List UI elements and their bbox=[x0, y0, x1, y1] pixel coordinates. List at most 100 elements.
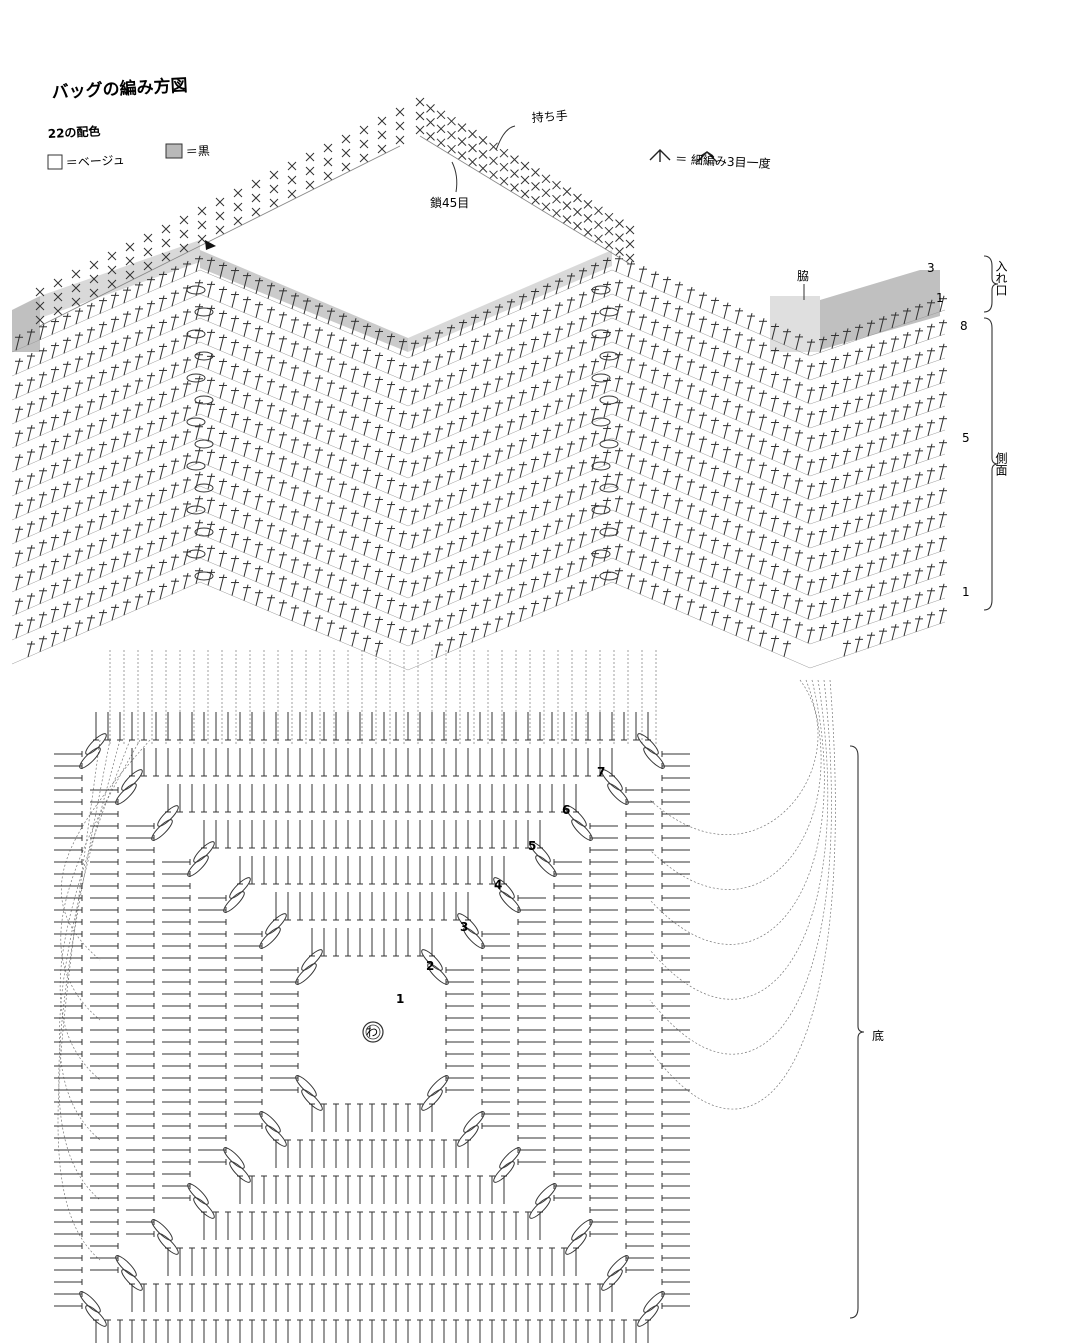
stitch-mark bbox=[243, 344, 249, 361]
stitch-mark bbox=[747, 528, 753, 546]
handle-left-cross bbox=[287, 189, 297, 199]
stitch-mark bbox=[675, 281, 681, 298]
stitch-mark bbox=[795, 501, 801, 519]
corner-chain bbox=[571, 1219, 593, 1241]
stitch-mark bbox=[651, 367, 657, 384]
handle-left-cross bbox=[161, 238, 171, 248]
handle-left-cross bbox=[377, 144, 387, 154]
stitch-mark bbox=[807, 555, 813, 572]
stitch-mark bbox=[855, 492, 861, 509]
stitch-mark bbox=[519, 365, 525, 382]
stitch-mark bbox=[87, 590, 93, 607]
stitch-mark bbox=[27, 568, 33, 586]
stitch-mark bbox=[15, 526, 21, 543]
stitch-mark bbox=[399, 482, 405, 499]
stitch-mark bbox=[51, 606, 57, 623]
stitch-mark bbox=[579, 291, 585, 308]
stitch-mark bbox=[915, 591, 921, 609]
stitch-mark bbox=[183, 428, 189, 446]
stitch-mark bbox=[123, 335, 129, 352]
corner-chain bbox=[535, 1183, 557, 1205]
stitch-mark bbox=[435, 473, 441, 491]
stitch-mark bbox=[807, 411, 813, 428]
stitch-mark bbox=[495, 495, 501, 513]
stitch-mark bbox=[627, 356, 633, 374]
stitch-mark bbox=[99, 609, 105, 626]
handle-leader bbox=[495, 125, 516, 151]
stitch-mark bbox=[555, 518, 561, 535]
stitch-mark bbox=[123, 407, 129, 424]
stitch-mark bbox=[375, 640, 381, 657]
stitch-mark bbox=[483, 429, 489, 446]
stitch-mark bbox=[687, 430, 693, 448]
stitch-mark bbox=[243, 296, 249, 313]
stitch-mark bbox=[63, 409, 69, 426]
handle-left-cross bbox=[359, 139, 369, 149]
stitch-mark bbox=[879, 532, 885, 549]
handle-right-cross bbox=[615, 233, 624, 242]
stitch-mark bbox=[747, 432, 753, 450]
stitch-mark bbox=[183, 572, 189, 590]
stitch-mark bbox=[39, 467, 45, 484]
stitch-mark bbox=[303, 489, 309, 507]
stitch-mark bbox=[471, 362, 477, 379]
stitch-mark bbox=[759, 414, 765, 431]
stitch-mark bbox=[291, 316, 297, 334]
stitch-mark bbox=[483, 573, 489, 590]
stitch-mark bbox=[387, 549, 393, 566]
link-curve-left bbox=[59, 739, 121, 1141]
stitch-mark bbox=[267, 450, 273, 467]
stitch-mark bbox=[27, 352, 33, 370]
handle-left-cross bbox=[251, 207, 261, 217]
stitch-mark bbox=[819, 360, 825, 377]
stitch-mark bbox=[711, 393, 717, 410]
stitch-mark bbox=[903, 427, 909, 445]
section-brackets bbox=[849, 255, 999, 1319]
stitch-mark bbox=[819, 456, 825, 473]
handle-right-cross bbox=[573, 221, 582, 231]
stitch-mark bbox=[639, 266, 645, 283]
stitch-mark bbox=[759, 606, 765, 623]
stitch-mark bbox=[159, 559, 165, 576]
stitch-mark bbox=[555, 446, 561, 463]
stitch-mark bbox=[819, 384, 825, 401]
stitch-mark bbox=[927, 539, 933, 556]
stitch-mark bbox=[27, 520, 33, 538]
stitch-mark bbox=[411, 412, 417, 429]
stitch-mark bbox=[831, 596, 837, 613]
stitch-mark bbox=[783, 640, 789, 657]
stitch-mark bbox=[363, 491, 369, 508]
side-mark-label: 脇 bbox=[797, 269, 809, 283]
stitch-mark bbox=[447, 348, 453, 365]
stitch-mark bbox=[747, 408, 753, 426]
stitch-mark bbox=[339, 361, 345, 378]
stitch-mark bbox=[711, 369, 717, 386]
stitch-mark bbox=[867, 440, 873, 457]
stitch-mark bbox=[711, 441, 717, 458]
stitch-mark bbox=[603, 353, 609, 370]
handle-left-cross bbox=[269, 170, 279, 180]
stitch-mark bbox=[75, 379, 81, 397]
stitch-mark bbox=[675, 377, 681, 394]
stitch-mark bbox=[567, 440, 573, 458]
round-1-label: 1 bbox=[396, 992, 404, 1006]
stitch-mark bbox=[147, 348, 153, 365]
handle-left-cross bbox=[89, 288, 99, 298]
stitch-mark bbox=[915, 519, 921, 537]
stitch-mark bbox=[99, 369, 105, 386]
stitch-mark bbox=[483, 525, 489, 542]
stitch-mark bbox=[663, 540, 669, 557]
stitch-mark bbox=[27, 616, 33, 634]
stitch-mark bbox=[495, 447, 501, 465]
stitch-mark bbox=[255, 421, 261, 438]
bottom-label: 底 bbox=[872, 1028, 884, 1043]
handle-left-cross bbox=[305, 180, 315, 190]
stitch-mark bbox=[39, 563, 45, 580]
handle-right-cross bbox=[594, 234, 603, 244]
stitch-mark bbox=[147, 444, 153, 461]
stitch-mark bbox=[567, 392, 573, 410]
stitch-mark bbox=[699, 364, 705, 381]
side-row-3: 3 bbox=[927, 261, 935, 275]
stitch-mark bbox=[327, 356, 333, 373]
stitch-mark bbox=[147, 588, 153, 605]
